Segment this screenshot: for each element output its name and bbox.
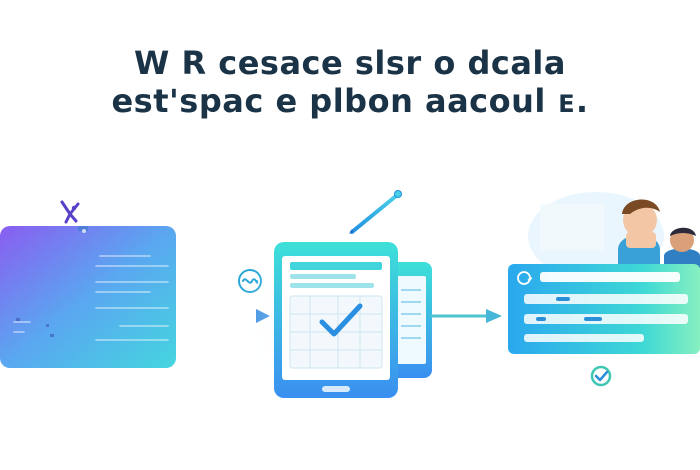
headline: W R cesace slsr o dcala est'spac e plbon…: [0, 44, 700, 120]
headline-line-1: W R cesace slsr o dcala: [134, 44, 566, 82]
headline-line-2: est'spac e plbon aacoul ᴇ.: [111, 82, 589, 120]
check-circle-icon: [590, 365, 612, 387]
gradient-tablet-icon: [0, 226, 176, 368]
list-card-icon: [508, 264, 700, 354]
people-icon: [528, 192, 700, 280]
phone-checklist-icon: [235, 227, 455, 417]
pencil-icon: [349, 190, 402, 234]
figure-icon: [60, 200, 80, 224]
arrow-right-icon: [430, 309, 502, 323]
